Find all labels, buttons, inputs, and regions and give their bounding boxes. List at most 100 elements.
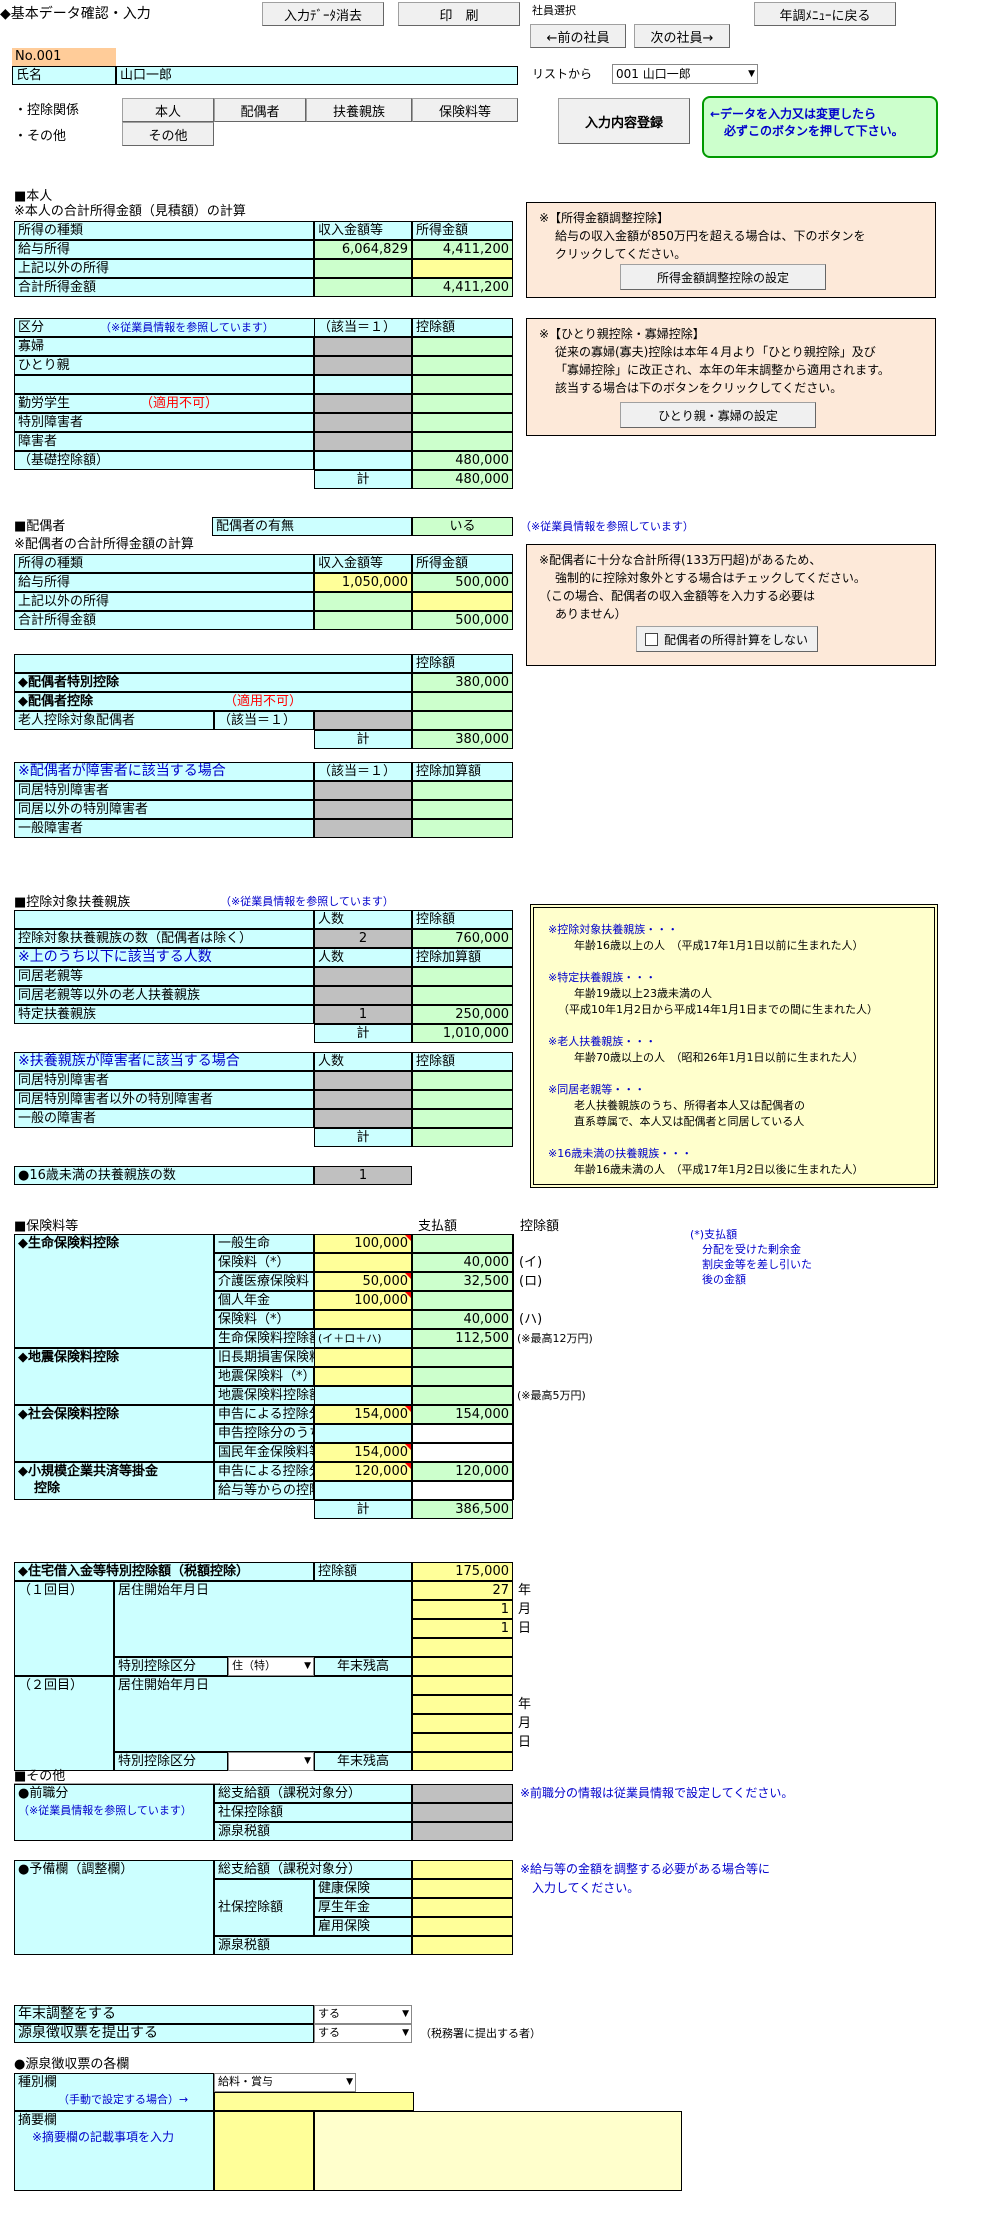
income-header: 収入金額等 [314, 221, 412, 240]
note1-line3: クリックしてください。 [555, 247, 687, 261]
fuyo-note-desc: 直系尊属で、本人又は配偶者と同居している人 [574, 1115, 805, 1128]
gaitou-cell[interactable] [314, 356, 412, 375]
kaishi-input-2[interactable] [412, 1676, 513, 1695]
fuyo-note-desc: 年齢19歳以上23歳未満の人 [574, 987, 712, 1000]
tekiyo-input-left[interactable] [214, 2111, 314, 2191]
shogai-gaitou-input[interactable] [314, 800, 412, 819]
gaitou-cell[interactable] [314, 432, 412, 451]
seimei-pay-input[interactable] [314, 1310, 412, 1329]
jishin-hoken-input[interactable] [314, 1367, 412, 1386]
seimei-pay-input[interactable] [314, 1253, 412, 1272]
shubetsu-manual-input[interactable] [214, 2092, 414, 2111]
shogai-kojo-value [412, 1090, 513, 1109]
hitorioya-button[interactable]: ひとり親・寡婦の設定 [620, 402, 816, 428]
gaitou-cell[interactable] [314, 413, 412, 432]
spacer [548, 954, 920, 970]
kaishi-input-2[interactable] [412, 1733, 513, 1752]
shogai-gaitou-input[interactable] [314, 819, 412, 838]
u16-count[interactable]: 1 [314, 1166, 412, 1185]
shogai-count-input[interactable] [314, 1090, 412, 1109]
jutaku-value[interactable]: 175,000 [412, 1562, 513, 1581]
tab-honnin[interactable]: 本人 [122, 98, 214, 122]
fuyo-shogai-title: ※扶養親族が障害者に該当する場合 [14, 1052, 314, 1071]
haigu-shogai-title: ※配偶者が障害者に該当する場合 [14, 762, 314, 781]
kaishi-day-1[interactable]: 1 [412, 1619, 513, 1638]
tsuki-label: 月 [518, 1602, 532, 1617]
note1-line1: ※【所得金額調整控除】 [539, 211, 670, 225]
gaitou-cell[interactable] [314, 394, 412, 413]
seimei-pay-input[interactable]: 100,000 [314, 1234, 412, 1253]
income-amount-cell[interactable] [314, 278, 412, 297]
shokibo-pay-input[interactable]: 120,000 [314, 1462, 412, 1481]
kaishi-input-2[interactable] [412, 1695, 513, 1714]
tekiyo-input-right[interactable] [314, 2111, 682, 2191]
shubetsu-select[interactable]: 給料・賞与▼ [214, 2073, 356, 2092]
kubun-select-1[interactable]: 住（特）▼ [228, 1657, 314, 1676]
yobi-input[interactable] [412, 1860, 513, 1879]
kaishi-month-1[interactable]: 1 [412, 1600, 513, 1619]
income-amount-cell[interactable]: 6,064,829 [314, 240, 412, 259]
seimei-pay-input[interactable]: 100,000 [314, 1291, 412, 1310]
gensen-submit-select[interactable]: する▼ [314, 2024, 412, 2043]
shogai-count-input[interactable] [314, 1109, 412, 1128]
back-to-menu-button[interactable]: 年調ﾒﾆｭｰに戻る [754, 2, 896, 26]
zandaka-input-2[interactable] [412, 1752, 513, 1771]
shokibo-kojo-value: 120,000 [412, 1462, 513, 1481]
spacer [548, 1018, 920, 1034]
kaishi-year-1[interactable]: 27 [412, 1581, 513, 1600]
zandaka-input-1[interactable] [412, 1657, 513, 1676]
kyu-choki-input[interactable] [314, 1348, 412, 1367]
income-value-cell: 500,000 [412, 611, 513, 630]
zenshoku-title: ●前職分 [18, 1786, 69, 1801]
kosei-label: 厚生年金 [314, 1898, 412, 1917]
nen-label: 年 [518, 1583, 532, 1598]
gaitou-cell[interactable] [314, 337, 412, 356]
income-value-cell[interactable] [412, 259, 513, 278]
shakai-pay-input[interactable]: 154,000 [314, 1405, 412, 1424]
other-button[interactable]: その他 [122, 122, 214, 146]
income-amount-cell[interactable] [314, 259, 412, 278]
haigu-umu-value[interactable]: いる [412, 517, 513, 536]
register-button[interactable]: 入力内容登録 [558, 98, 690, 144]
yobi-input[interactable] [412, 1879, 513, 1898]
nencho-select[interactable]: する▼ [314, 2005, 412, 2024]
prev-employee-button[interactable]: ←前の社員 [530, 24, 626, 48]
print-button[interactable]: 印 刷 [398, 2, 520, 26]
fuyo-count[interactable]: 2 [314, 929, 412, 948]
rojin-gaitou-input[interactable] [314, 711, 412, 730]
shotoku-chosei-button[interactable]: 所得金額調整控除の設定 [620, 264, 826, 290]
income-amount-cell[interactable]: 1,050,000 [314, 573, 412, 592]
employee-list-select[interactable]: 001 山口一郎▼ [612, 64, 758, 84]
shakai-shinkoku-label: 申告による控除分 [214, 1405, 314, 1424]
checkbox-icon[interactable] [645, 632, 658, 646]
kubun-select-2[interactable]: ▼ [228, 1752, 314, 1771]
seimei-pay-input[interactable]: 50,000 [314, 1272, 412, 1291]
income-header: 所得金額 [412, 554, 513, 573]
shogai-kasan-value [412, 819, 513, 838]
yobi-input[interactable] [412, 1898, 513, 1917]
label-i: (イ) [519, 1255, 543, 1270]
yobi-input[interactable] [412, 1936, 513, 1955]
fuyo-item-count[interactable] [314, 986, 412, 1005]
note2-line4: 該当する場合は下のボタンをクリックしてください。 [555, 381, 843, 395]
jutaku-blank-1[interactable] [412, 1638, 513, 1657]
yobi-input[interactable] [412, 1917, 513, 1936]
shogai-kasan-value [412, 800, 513, 819]
income-value-cell[interactable] [412, 592, 513, 611]
shogai-count-input[interactable] [314, 1071, 412, 1090]
tab-haigusha[interactable]: 配偶者 [214, 98, 306, 122]
clear-data-button[interactable]: 入力ﾃﾞｰﾀ消去 [262, 2, 384, 26]
tab-hoken[interactable]: 保険料等 [412, 98, 518, 122]
haigu-no-calc-checkbox[interactable]: 配偶者の所得計算をしない [636, 626, 818, 652]
shogai-gaitou-input[interactable] [314, 781, 412, 800]
kubun-item: 障害者 [14, 432, 314, 451]
fuyo-definition-note: ※控除対象扶養親族・・・年齢16歳以上の人 （平成17年1月1日以前に生まれた人… [530, 904, 938, 1188]
zenshoku-item: 総支給額（課税対象分） [214, 1784, 412, 1803]
jutaku-kojogaku-label: 控除額 [314, 1562, 412, 1581]
kaishi-input-2[interactable] [412, 1714, 513, 1733]
kokumin-input[interactable]: 154,000 [314, 1443, 412, 1462]
fuyo-item-count[interactable]: 1 [314, 1005, 412, 1024]
fuyo-item-count[interactable] [314, 967, 412, 986]
tab-fuyo[interactable]: 扶養親族 [306, 98, 412, 122]
next-employee-button[interactable]: 次の社員→ [634, 24, 730, 48]
